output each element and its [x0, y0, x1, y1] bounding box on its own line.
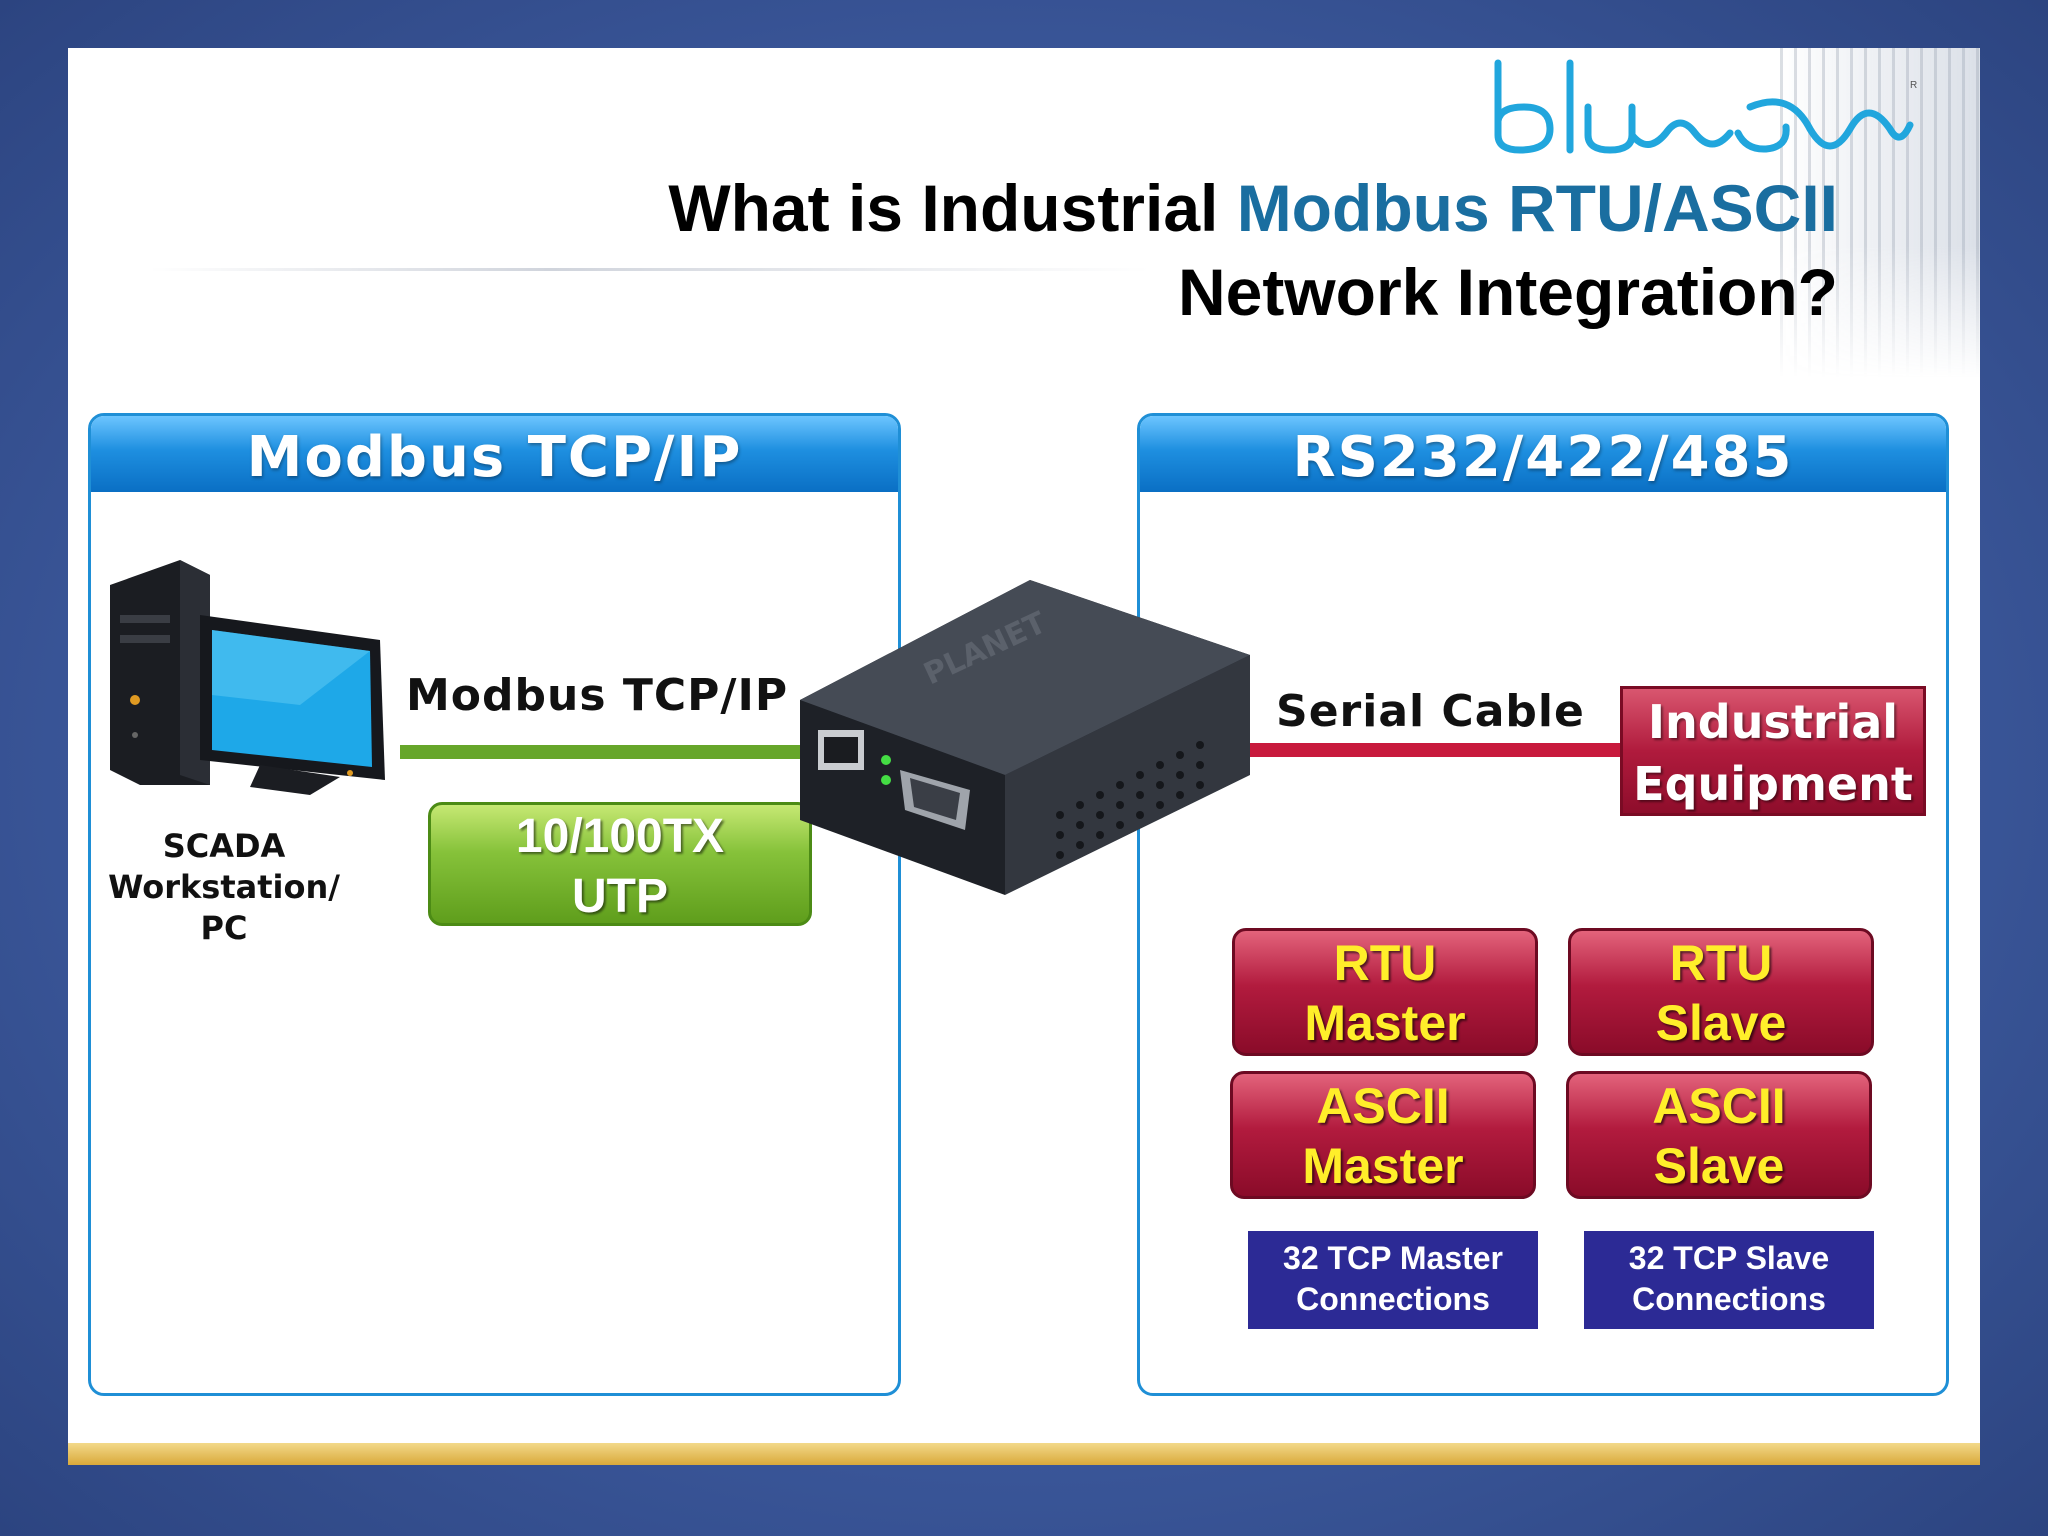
serial-panel-header: RS232/422/485	[1140, 416, 1946, 492]
registered-mark: R	[1910, 80, 1918, 91]
rtu-master-mode: RTU Master	[1232, 928, 1538, 1056]
page-title: What is Industrial Modbus RTU/ASCII Netw…	[668, 166, 1838, 334]
title-highlight: Modbus RTU/ASCII	[1236, 171, 1838, 245]
serial-link-line	[1220, 743, 1625, 757]
modbus-gateway-device-icon: PLANET	[800, 580, 1250, 895]
serial-link-label: Serial Cable	[1276, 686, 1585, 737]
utp-port-label: 10/100TX UTP	[428, 802, 812, 926]
industrial-equipment-box: Industrial Equipment	[1620, 686, 1926, 816]
tcp-link-label: Modbus TCP/IP	[406, 670, 789, 721]
desktop-computer-icon	[110, 560, 385, 795]
title-divider	[150, 268, 1150, 271]
title-line-1: What is Industrial Modbus RTU/ASCII	[668, 166, 1838, 250]
title-line-2: Network Integration?	[1177, 255, 1838, 329]
server-rack-background	[1780, 48, 1980, 378]
bluewave-logo	[1494, 59, 1914, 154]
modbus-tcp-panel-header: Modbus TCP/IP	[91, 416, 898, 492]
ascii-master-mode: ASCII Master	[1230, 1071, 1536, 1199]
tcp-master-connections: 32 TCP Master Connections	[1248, 1231, 1538, 1329]
tcp-slave-connections: 32 TCP Slave Connections	[1584, 1231, 1874, 1329]
slide-bottom-bar	[68, 1443, 1980, 1465]
title-prefix: What is Industrial	[668, 171, 1237, 245]
rtu-slave-mode: RTU Slave	[1568, 928, 1874, 1056]
ethernet-link-line	[400, 745, 820, 759]
workstation-label: SCADA Workstation/ PC	[108, 827, 340, 947]
ascii-slave-mode: ASCII Slave	[1566, 1071, 1872, 1199]
